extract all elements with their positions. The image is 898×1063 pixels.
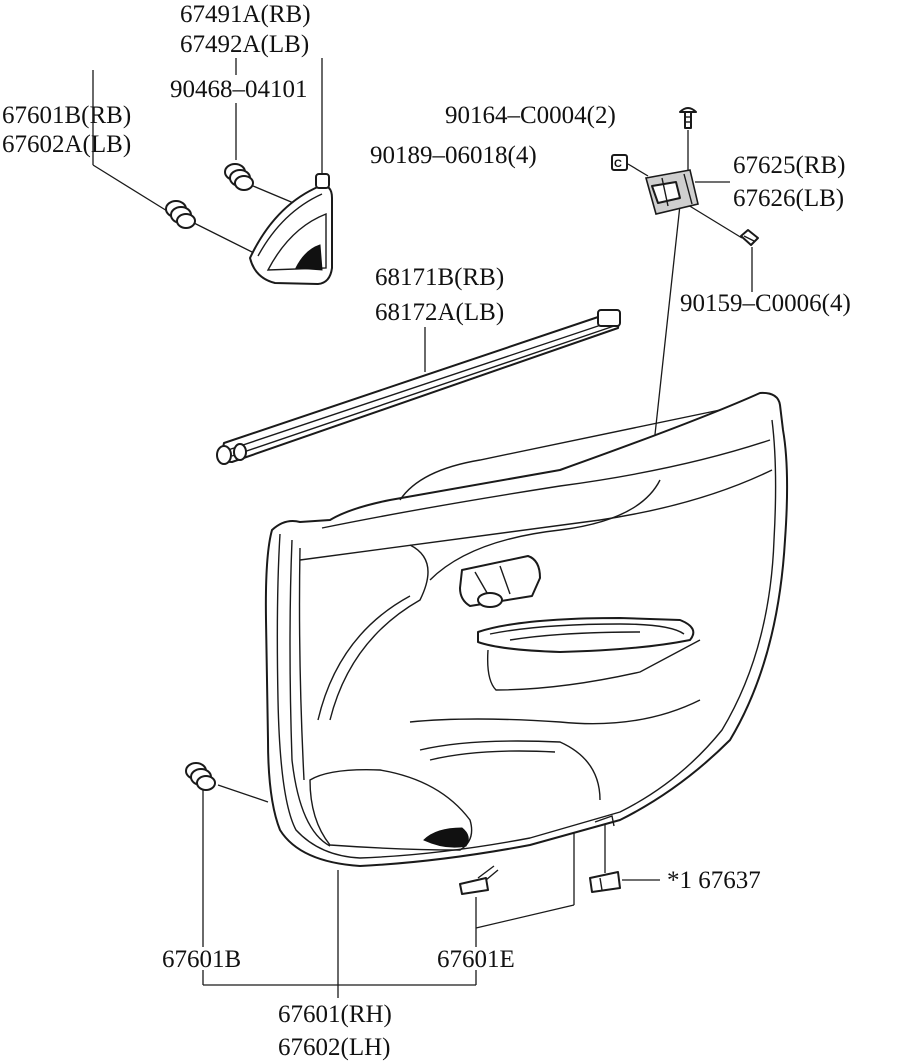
door-trim-panel-part [264,391,789,867]
screw-90159-icon [740,229,759,246]
label-67637: *1 67637 [667,867,761,894]
weatherstrip-68171b-part [216,309,621,465]
label-67625: 67625(RB) [733,152,846,179]
screw-90164-icon [679,107,697,129]
leader-lines [92,58,753,998]
label-67601b: 67601B [162,946,241,973]
label-67491a: 67491A(RB) [180,1,311,28]
clip-90189-icon: C [611,154,628,171]
label-90468: 90468–04101 [170,76,308,103]
clip-67601b-icon [165,200,196,229]
label-90189: 90189–06018(4) [370,142,537,169]
label-67601-rh: 67601(RH) [278,1001,392,1028]
label-90164: 90164–C0004(2) [445,102,616,129]
pad-67637-part [589,871,621,893]
label-67626: 67626(LB) [733,185,844,212]
clip-90468-icon [224,163,254,191]
label-68172a: 68172A(LB) [375,299,504,326]
label-67602a-lb: 67602A(LB) [2,131,131,158]
svg-text:C: C [614,158,622,170]
bracket-67625-part [644,169,699,215]
label-67601e: 67601E [437,946,515,973]
label-90159: 90159–C0006(4) [680,290,851,317]
label-67492a: 67492A(LB) [180,31,309,58]
label-67602-lh: 67602(LH) [278,1034,390,1061]
label-67601b-rb: 67601B(RB) [2,102,131,129]
corner-garnish-part [249,173,333,285]
clip-67601b-lower-icon [185,762,216,791]
label-68171b: 68171B(RB) [375,264,504,291]
bracket-67601e-part [459,865,499,895]
